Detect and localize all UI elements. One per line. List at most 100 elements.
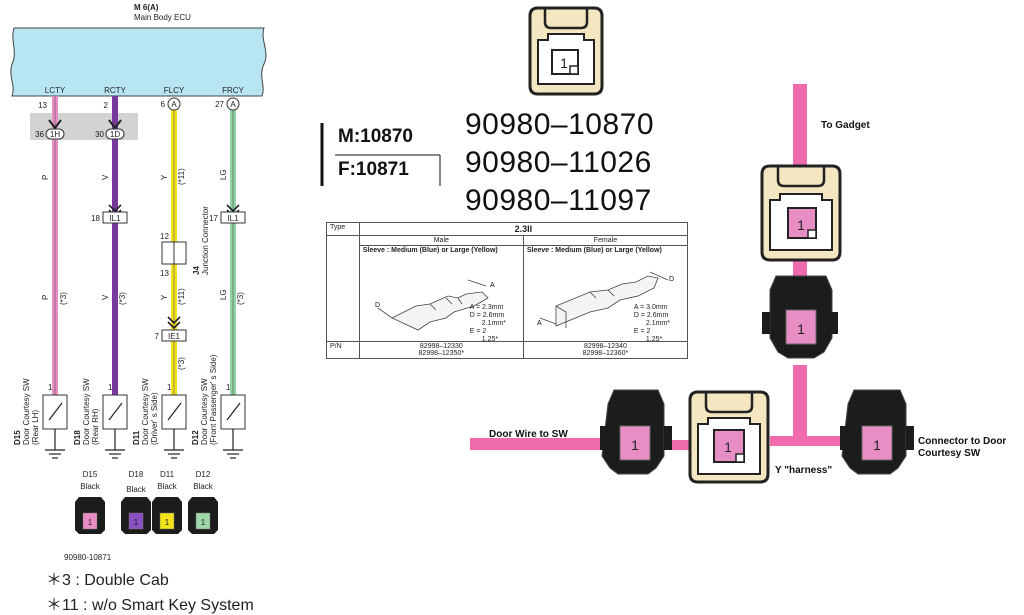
pin-badge-frcy <box>226 97 240 111</box>
svg-text:17: 17 <box>209 214 218 223</box>
junction-badge-1h <box>45 128 65 140</box>
svg-text:LG: LG <box>219 289 228 300</box>
svg-text:1: 1 <box>167 383 172 392</box>
svg-text:(*11): (*11) <box>177 288 186 305</box>
svg-text:D15: D15 <box>83 470 98 479</box>
svg-text:1: 1 <box>797 217 805 233</box>
svg-text:IL1: IL1 <box>227 214 239 223</box>
svg-text:7: 7 <box>155 332 160 341</box>
svg-text:1: 1 <box>201 518 206 527</box>
svg-text:2: 2 <box>104 101 109 110</box>
svg-text:P: P <box>41 175 50 180</box>
svg-text:Junction Connector: Junction Connector <box>201 206 210 275</box>
svg-text:(*3): (*3) <box>118 292 127 305</box>
svg-text:Black: Black <box>157 482 178 491</box>
ecu-id: M 6(A) <box>134 3 159 12</box>
svg-text:Door Courtesy SW: Door Courtesy SW <box>82 378 91 445</box>
svg-text:Black: Black <box>80 482 101 491</box>
svg-text:13: 13 <box>38 101 47 110</box>
svg-text:13: 13 <box>160 269 169 278</box>
svg-text:Black: Black <box>193 482 214 491</box>
note-smart-key: ＊11 : w/o Smart Key System <box>46 597 254 614</box>
y-harness-label: Y "harness" <box>775 465 833 476</box>
svg-text:1: 1 <box>797 321 805 337</box>
svg-text:1: 1 <box>134 518 139 527</box>
svg-text:V: V <box>101 174 110 180</box>
chevron-down-icon <box>48 119 62 130</box>
to-gadget-label: To Gadget <box>821 120 870 131</box>
part-number-3: 90980–11097 <box>465 184 652 217</box>
svg-text:P: P <box>41 295 50 300</box>
inline-connector-il1-fp <box>220 211 246 224</box>
cream-connector-top <box>528 6 604 96</box>
svg-text:6: 6 <box>161 100 166 109</box>
junction-badge-1d <box>105 128 125 140</box>
pin-name-frcy: FRCY <box>222 86 244 95</box>
svg-text:Door Courtesy SW: Door Courtesy SW <box>22 378 31 445</box>
svg-text:D12: D12 <box>191 430 200 445</box>
terminal-spec-table: Type 2.3II Male Female Sleeve : Medium (… <box>326 222 689 359</box>
svg-text:D18: D18 <box>73 430 82 445</box>
switch-labels: D15 Door Courtesy SW (Rear LH) D18 Door … <box>13 354 218 445</box>
pin-name-lcty: LCTY <box>45 86 66 95</box>
svg-text:D15: D15 <box>13 430 22 445</box>
female-code: F:10871 <box>338 159 409 180</box>
pin-badge-flcy-text: A <box>171 100 177 109</box>
svg-text:12: 12 <box>160 232 169 241</box>
pink-harness-wires <box>470 84 840 450</box>
svg-text:(Rear LH): (Rear LH) <box>31 410 40 445</box>
female-terminal-cell: Sleeve : Medium (Blue) or Large (Yellow)… <box>522 245 689 343</box>
note-double-cab: ＊3 : Double Cab <box>46 572 169 589</box>
svg-text:Door Courtesy SW: Door Courtesy SW <box>141 378 150 445</box>
svg-text:Door Courtesy SW: Door Courtesy SW <box>200 378 209 445</box>
svg-text:30: 30 <box>95 130 104 139</box>
cream-connector-y-harness <box>688 390 770 484</box>
svg-text:18: 18 <box>91 214 100 223</box>
cream-connector-gadget <box>760 164 842 262</box>
svg-text:D11: D11 <box>160 470 175 479</box>
svg-text:(Front Passenger' s Side): (Front Passenger' s Side) <box>209 354 218 445</box>
svg-text:1: 1 <box>724 439 732 455</box>
svg-text:D11: D11 <box>132 430 141 445</box>
pin-name-rcty: RCTY <box>104 86 126 95</box>
svg-text:IE1: IE1 <box>168 332 181 341</box>
svg-text:V: V <box>101 294 110 300</box>
male-terminal-cell: Sleeve : Medium (Blue) or Large (Yellow)… <box>358 245 524 343</box>
svg-text:1: 1 <box>631 437 639 453</box>
svg-text:1: 1 <box>560 55 568 71</box>
pin-badge-frcy-text: A <box>230 100 236 109</box>
svg-text:IL1: IL1 <box>109 214 121 223</box>
black-connector-door-wire <box>600 389 672 475</box>
svg-text:(Driver' s Side): (Driver' s Side) <box>150 392 159 445</box>
svg-text:LG: LG <box>219 169 228 180</box>
svg-text:1: 1 <box>165 518 170 527</box>
svg-text:D18: D18 <box>129 470 144 479</box>
main-body-ecu-block <box>10 27 267 97</box>
switch-symbols <box>42 394 246 459</box>
pin-badge-flcy <box>167 97 181 111</box>
black-connector-center <box>762 275 838 359</box>
svg-text:1H: 1H <box>50 130 60 139</box>
svg-text:1: 1 <box>48 383 53 392</box>
svg-text:1: 1 <box>88 518 93 527</box>
door-wire-label: Door Wire to SW <box>489 429 568 440</box>
chevron-down-icon <box>108 119 122 130</box>
svg-text:J4: J4 <box>192 266 201 275</box>
svg-text:1: 1 <box>873 437 881 453</box>
svg-text:27: 27 <box>215 100 224 109</box>
svg-text:36: 36 <box>35 130 44 139</box>
connector-view-group <box>75 497 218 534</box>
chevron-down-icon <box>167 316 181 330</box>
black-connector-door-courtesy <box>840 389 914 475</box>
inline-connector-ie1 <box>161 329 187 342</box>
part-number-1: 90980–10870 <box>465 108 655 141</box>
svg-text:(Rear RH): (Rear RH) <box>91 408 100 445</box>
svg-text:1: 1 <box>108 383 113 392</box>
connector-part-number: 90980-10871 <box>64 553 112 562</box>
ecu-name: Main Body ECU <box>134 13 191 22</box>
svg-text:1: 1 <box>226 383 231 392</box>
svg-text:(*3): (*3) <box>236 292 245 305</box>
svg-text:(*3): (*3) <box>59 292 68 305</box>
svg-text:(*3): (*3) <box>177 357 186 370</box>
svg-text:1D: 1D <box>110 130 120 139</box>
